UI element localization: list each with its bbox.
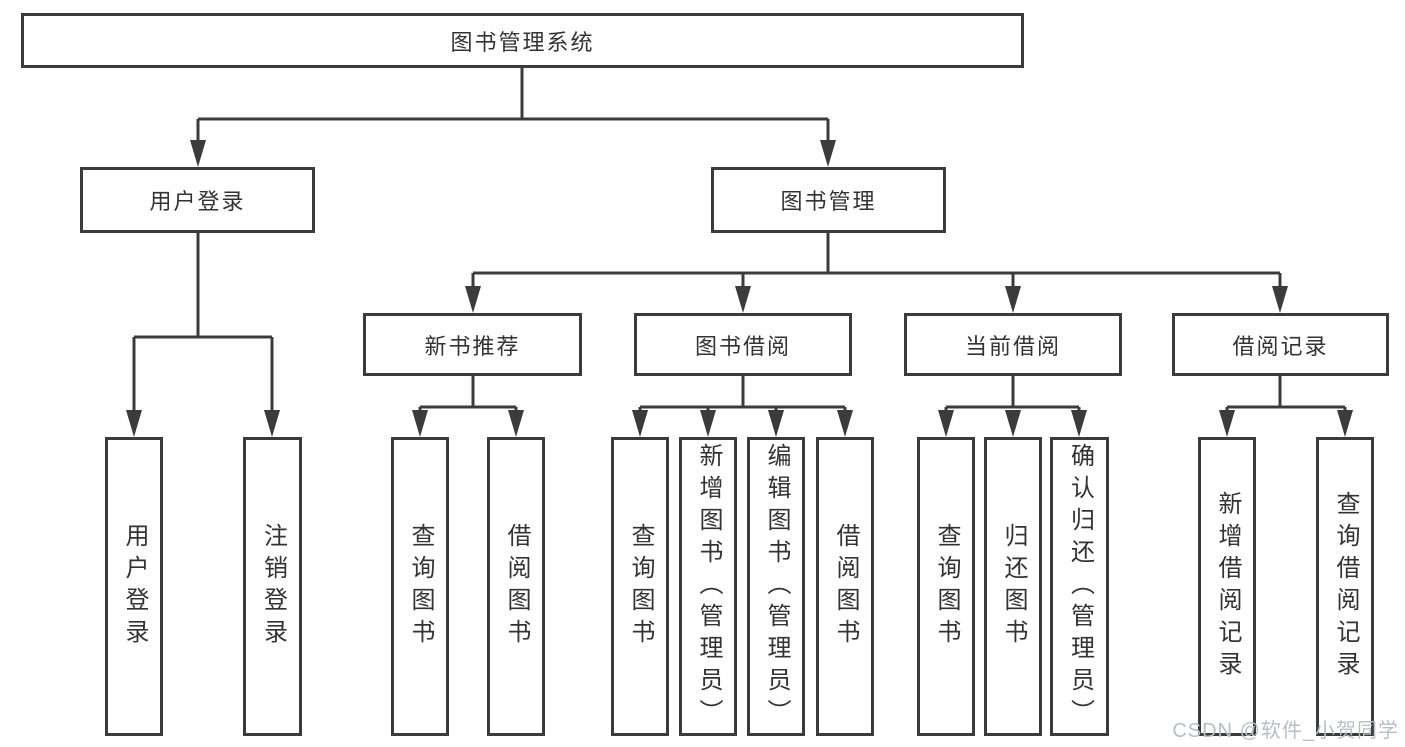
node-book-management-label: 图书管理	[780, 189, 877, 214]
leaf-cb-query-book: 查询图书	[917, 437, 975, 736]
leaf-nb-query-book-label: 查询图书	[407, 522, 434, 651]
node-borrow-record-label: 借阅记录	[1232, 333, 1329, 359]
leaf-br-add-record-label: 新增借阅记录	[1214, 490, 1241, 683]
leaf-bb-borrow-book: 借阅图书	[816, 437, 874, 736]
connector-book-management-children	[465, 233, 1288, 313]
leaf-nb-borrow-book: 借阅图书	[487, 437, 545, 736]
node-user-login: 用户登录	[80, 167, 315, 233]
leaf-cb-return-book-label: 归还图书	[1000, 522, 1027, 651]
node-book-management: 图书管理	[711, 167, 946, 233]
connector-borrow-record-children	[1219, 375, 1353, 437]
node-new-book-recommend-label: 新书推荐	[424, 333, 521, 359]
leaf-bb-add-book-admin: 新增图书（管理员）	[679, 437, 737, 736]
connector-root-to-level1	[190, 68, 836, 167]
connector-new-book-children	[412, 375, 524, 437]
leaf-br-query-record: 查询借阅记录	[1316, 437, 1374, 736]
node-book-borrow: 图书借阅	[634, 313, 852, 376]
node-new-book-recommend: 新书推荐	[363, 313, 582, 376]
leaf-nb-borrow-book-label: 借阅图书	[503, 522, 530, 651]
leaf-logout: 注销登录	[243, 437, 302, 736]
connector-user-login-children	[126, 233, 280, 437]
node-library-system-label: 图书管理系统	[450, 29, 595, 55]
leaf-bb-edit-book-admin-label: 编辑图书（管理员）	[763, 442, 790, 731]
leaf-bb-query-book: 查询图书	[611, 437, 669, 736]
node-library-system: 图书管理系统	[21, 13, 1024, 68]
leaf-cb-query-book-label: 查询图书	[933, 522, 960, 651]
node-user-login-label: 用户登录	[149, 189, 246, 214]
leaf-logout-label: 注销登录	[259, 522, 287, 651]
leaf-cb-return-book: 归还图书	[984, 437, 1042, 736]
connector-current-borrow-children	[938, 375, 1087, 437]
csdn-watermark: CSDN @软件_小贺同学	[1172, 720, 1399, 742]
node-book-borrow-label: 图书借阅	[694, 333, 791, 359]
leaf-bb-query-book-label: 查询图书	[627, 522, 654, 651]
leaf-nb-query-book: 查询图书	[391, 437, 449, 736]
node-current-borrow-label: 当前借阅	[964, 333, 1061, 359]
leaf-user-login-label: 用户登录	[121, 522, 148, 651]
leaf-bb-borrow-book-label: 借阅图书	[832, 522, 859, 651]
node-borrow-record: 借阅记录	[1172, 313, 1389, 376]
leaf-br-query-record-label: 查询借阅记录	[1332, 490, 1359, 683]
leaf-br-add-record: 新增借阅记录	[1198, 437, 1256, 736]
leaf-cb-confirm-return-admin: 确认归还（管理员）	[1050, 437, 1109, 736]
node-current-borrow: 当前借阅	[904, 313, 1122, 376]
leaf-bb-add-book-admin-label: 新增图书（管理员）	[695, 442, 722, 731]
leaf-user-login: 用户登录	[105, 437, 163, 736]
leaf-cb-confirm-return-admin-label: 确认归还（管理员）	[1066, 442, 1094, 731]
connector-book-borrow-children	[632, 375, 853, 437]
leaf-bb-edit-book-admin: 编辑图书（管理员）	[747, 437, 805, 736]
